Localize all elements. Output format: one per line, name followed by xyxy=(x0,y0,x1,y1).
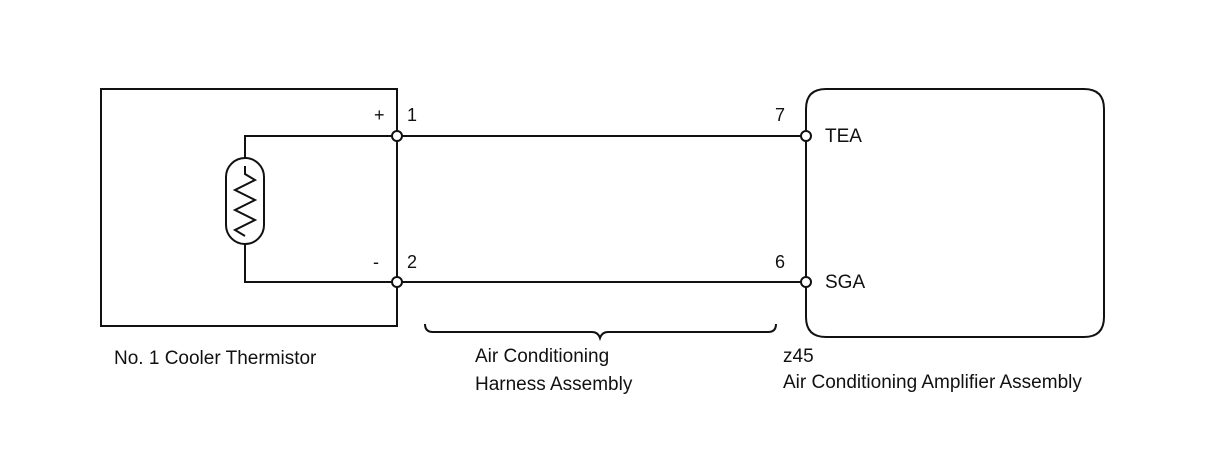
polarity-minus-label: - xyxy=(373,252,379,272)
pin-7-label: 7 xyxy=(775,105,785,125)
thermistor-symbol-icon xyxy=(225,157,265,245)
harness-name-line1: Air Conditioning xyxy=(475,346,609,367)
terminal-7-icon xyxy=(800,130,812,142)
pin-1-label: 1 xyxy=(407,105,417,125)
terminal-2-icon xyxy=(391,276,403,288)
polarity-plus-label: + xyxy=(374,105,385,125)
signal-tea-label: TEA xyxy=(825,126,862,147)
thermistor-internal-wire-bottom xyxy=(244,244,397,283)
pin-6-label: 6 xyxy=(775,252,785,272)
terminal-1-icon xyxy=(391,130,403,142)
harness-name-line2: Harness Assembly xyxy=(475,374,633,395)
signal-sga-label: SGA xyxy=(825,272,865,293)
thermistor-internal-wire-top xyxy=(244,135,397,158)
amplifier-connector-code: z45 xyxy=(783,346,814,367)
terminal-6-icon xyxy=(800,276,812,288)
thermistor-box xyxy=(100,88,398,327)
amplifier-box xyxy=(805,88,1105,338)
pin-2-label: 2 xyxy=(407,252,417,272)
thermistor-name: No. 1 Cooler Thermistor xyxy=(114,348,317,369)
harness-brace-icon xyxy=(424,323,777,342)
amplifier-name: Air Conditioning Amplifier Assembly xyxy=(783,372,1082,393)
